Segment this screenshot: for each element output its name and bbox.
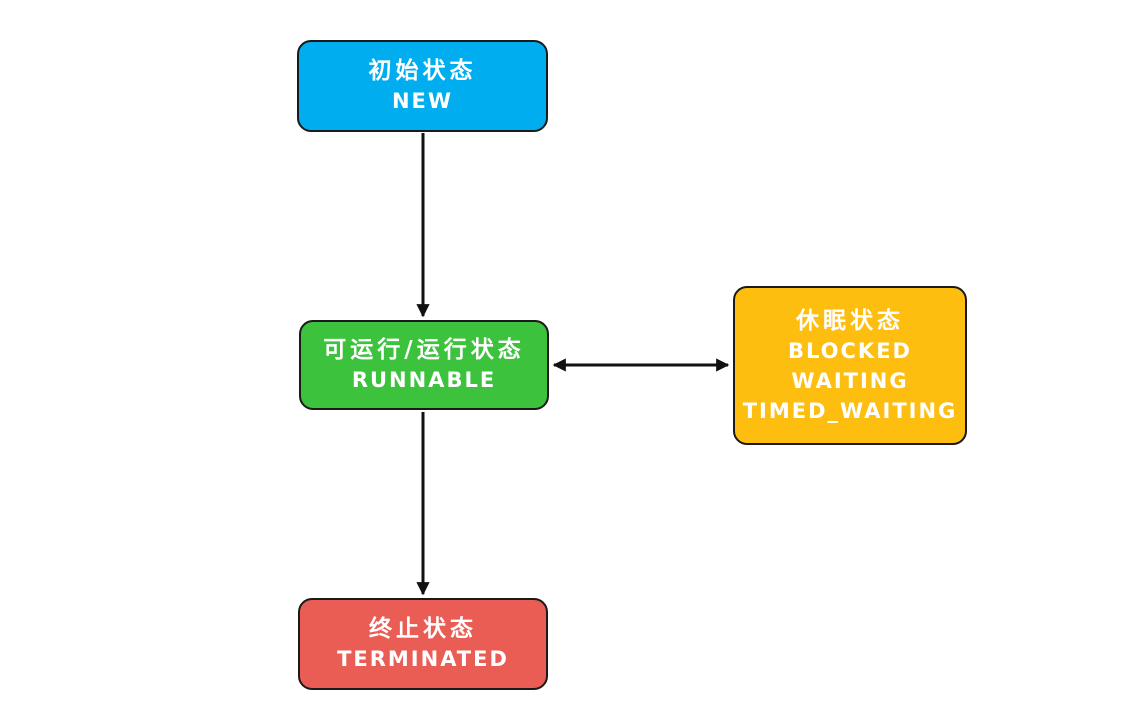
node-terminated-label-zh: 终止状态 bbox=[369, 616, 477, 642]
node-sleep-label-blocked: BLOCKED bbox=[788, 338, 912, 363]
node-sleep-label-waiting: WAITING bbox=[791, 368, 909, 393]
node-new-label-en: NEW bbox=[391, 89, 454, 113]
node-sleep: 休眠状态 BLOCKED WAITING TIMED_WAITING bbox=[733, 286, 967, 445]
node-new-label-zh: 初始状态 bbox=[368, 58, 477, 84]
node-runnable-label-zh: 可运行/运行状态 bbox=[323, 337, 525, 363]
node-sleep-label-timed-waiting: TIMED_WAITING bbox=[742, 398, 958, 423]
node-terminated-label-en: TERMINATED bbox=[337, 647, 509, 671]
node-sleep-label-zh: 休眠状态 bbox=[796, 307, 904, 334]
node-terminated: 终止状态 TERMINATED bbox=[298, 598, 548, 690]
node-runnable: 可运行/运行状态 RUNNABLE bbox=[299, 320, 549, 410]
node-new: 初始状态 NEW bbox=[297, 40, 548, 132]
node-runnable-label-en: RUNNABLE bbox=[351, 368, 497, 392]
